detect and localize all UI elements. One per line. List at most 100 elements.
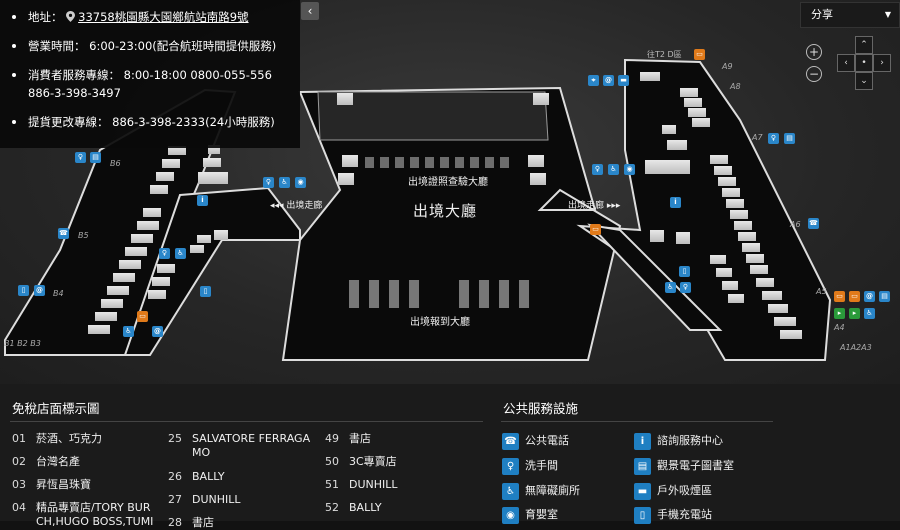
- corridor-right-label: 出境走廊 ▸▸▸: [568, 201, 621, 211]
- gate-a7: A7: [752, 133, 763, 142]
- accessible-icon: ♿: [502, 482, 519, 500]
- facility-accessible[interactable]: ♿無障礙廁所: [502, 482, 580, 500]
- accessible-icon[interactable]: ♿: [608, 164, 619, 175]
- pan-right-button[interactable]: ›: [873, 54, 891, 72]
- terminal-map[interactable]: 出境大廳 出境證照查驗大廳 出境報到大廳 ◂◂◂ 出境走廊 出境走廊 ▸▸▸ 往…: [0, 0, 900, 384]
- service-line-value: 8:00-18:00 0800-055-556 886-3-398-3497: [28, 68, 272, 100]
- gate-b4: B4: [53, 289, 64, 298]
- e-library-icon[interactable]: ▤: [90, 152, 101, 163]
- facility-restroom[interactable]: ♀洗手間: [502, 457, 558, 475]
- pickup-line-item: 提貨更改專線： 886-3-398-2333(24小時服務): [10, 113, 290, 131]
- restroom-icon: ♀: [502, 457, 519, 475]
- gate-a9: A9: [722, 62, 733, 71]
- lounge-icon[interactable]: ▭: [834, 291, 845, 302]
- accessible-icon[interactable]: ♿: [665, 282, 676, 293]
- phone-icon[interactable]: ☎: [808, 218, 819, 229]
- restroom-icon[interactable]: ♀: [159, 248, 170, 259]
- lounge-icon[interactable]: ▭: [590, 224, 601, 235]
- pan-up-button[interactable]: ⌃: [855, 36, 873, 54]
- chevron-down-icon: ▼: [884, 10, 891, 19]
- internet-icon[interactable]: @: [603, 75, 614, 86]
- phone-icon: ☎: [502, 432, 519, 450]
- check-in-hall-label: 出境報到大廳: [410, 317, 470, 328]
- gate-a6: A6: [790, 220, 801, 229]
- hours-item: 營業時間： 6:00-23:00(配合航班時間提供服務): [10, 37, 290, 55]
- facility-smoking[interactable]: ▬戶外吸煙區: [634, 482, 712, 500]
- gate-a8: A8: [730, 82, 741, 91]
- service-line-label: 消費者服務專線：: [28, 68, 120, 82]
- lounge-icon[interactable]: ▭: [137, 311, 148, 322]
- exit-icon[interactable]: ▸: [849, 308, 860, 319]
- gps-icon[interactable]: ⌖: [588, 75, 599, 86]
- info-icon[interactable]: i: [670, 197, 681, 208]
- restroom-icon[interactable]: ♀: [75, 152, 86, 163]
- facility-e-library[interactable]: ▤觀景電子圖書室: [634, 457, 734, 475]
- facility-phone[interactable]: ☎公共電話: [502, 432, 569, 450]
- accessible-icon[interactable]: ♿: [123, 326, 134, 337]
- address-link[interactable]: 33758桃園縣大園鄉航站南路9號: [78, 10, 249, 24]
- e-library-icon[interactable]: ▤: [879, 291, 890, 302]
- restroom-icon[interactable]: ♀: [263, 177, 274, 188]
- smoking-icon: ▬: [634, 482, 651, 500]
- lounge-icon[interactable]: ▭: [694, 49, 705, 60]
- accessible-icon[interactable]: ♿: [864, 308, 875, 319]
- accessible-icon[interactable]: ♿: [175, 248, 186, 259]
- nursing-icon[interactable]: ◉: [295, 177, 306, 188]
- e-library-icon[interactable]: ▤: [784, 133, 795, 144]
- pan-center-button[interactable]: •: [855, 54, 873, 72]
- terminal-floorplan: [4, 58, 832, 361]
- zoom-out-button[interactable]: −: [806, 66, 822, 82]
- pan-down-button[interactable]: ⌄: [855, 72, 873, 90]
- info-icon[interactable]: i: [197, 195, 208, 206]
- passport-check-label: 出境證照查驗大廳: [408, 177, 488, 188]
- to-t2-label: 往T2 D區: [647, 50, 682, 59]
- pickup-line-value: 886-3-398-2333(24小時服務): [112, 115, 275, 129]
- gate-b5: B5: [78, 231, 89, 240]
- charging-icon[interactable]: ▯: [200, 286, 211, 297]
- corridor-left-label: ◂◂◂ 出境走廊: [270, 201, 323, 211]
- pan-left-button[interactable]: ‹: [837, 54, 855, 72]
- restroom-icon[interactable]: ♀: [592, 164, 603, 175]
- phone-icon[interactable]: ☎: [58, 228, 69, 239]
- facility-charging[interactable]: ▯手機充電站: [634, 506, 712, 524]
- gate-a4: A4: [834, 323, 845, 332]
- charging-icon[interactable]: ▯: [679, 266, 690, 277]
- nursing-icon[interactable]: ◉: [624, 164, 635, 175]
- share-dropdown[interactable]: 分享 ▼: [800, 2, 900, 28]
- accessible-icon[interactable]: ♿: [279, 177, 290, 188]
- restroom-icon[interactable]: ♀: [680, 282, 691, 293]
- internet-icon[interactable]: @: [152, 326, 163, 337]
- exit-icon[interactable]: ▸: [834, 308, 845, 319]
- facility-nursing[interactable]: ◉育嬰室: [502, 506, 558, 524]
- charging-icon: ▯: [634, 506, 651, 524]
- shops-legend-title: 免稅店面標示圖: [12, 401, 100, 416]
- zoom-in-button[interactable]: +: [806, 44, 822, 60]
- info-icon: i: [634, 432, 651, 450]
- gate-a5: A5: [816, 287, 827, 296]
- nursing-icon: ◉: [502, 506, 519, 524]
- share-label: 分享: [811, 8, 833, 21]
- restroom-icon[interactable]: ♀: [768, 133, 779, 144]
- charging-icon[interactable]: ▯: [18, 285, 29, 296]
- internet-icon[interactable]: @: [864, 291, 875, 302]
- internet-icon[interactable]: @: [34, 285, 45, 296]
- lounge-icon[interactable]: ▭: [849, 291, 860, 302]
- address-item: 地址： 33758桃園縣大園鄉航站南路9號: [10, 8, 290, 26]
- collapse-panel-button[interactable]: ‹: [301, 2, 319, 20]
- gate-b1-b3: B1 B2 B3: [4, 339, 41, 348]
- smoking-icon[interactable]: ▬: [618, 75, 629, 86]
